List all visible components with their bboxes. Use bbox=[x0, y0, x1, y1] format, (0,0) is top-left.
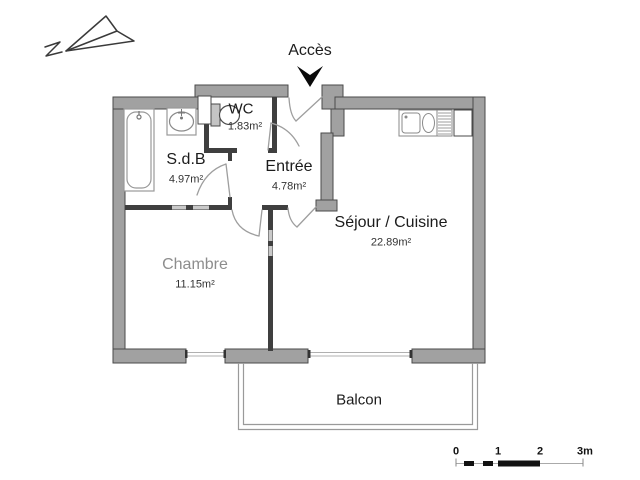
bedroom-door-arc bbox=[231, 209, 263, 237]
bathroom-door-arc bbox=[196, 163, 231, 198]
scale-tick-2: 2 bbox=[536, 445, 544, 458]
room-label-entree: Entrée bbox=[265, 158, 313, 175]
room-area-entree: 4.78m² bbox=[271, 180, 307, 193]
duct-column bbox=[197, 95, 212, 125]
access-arrow-icon bbox=[297, 66, 323, 87]
toilet-icon bbox=[210, 103, 241, 127]
entrance-door-arc bbox=[288, 96, 323, 122]
north-arrow-icon bbox=[44, 15, 135, 57]
bathtub-icon bbox=[123, 108, 155, 192]
kitchen-hob-hatch bbox=[436, 109, 453, 137]
wc-door-arc bbox=[267, 122, 300, 151]
room-area-sdb: 4.97m² bbox=[168, 173, 204, 186]
room-label-balcon: Balcon bbox=[336, 391, 382, 409]
scale-tick-1: 1 bbox=[494, 445, 502, 458]
kitchen-counter bbox=[398, 109, 473, 137]
kitchen-appliance-icon bbox=[453, 109, 473, 137]
access-label: Accès bbox=[288, 42, 332, 59]
room-label-sejour: Séjour / Cuisine bbox=[334, 214, 448, 231]
kitchen-sink-icon bbox=[401, 112, 435, 134]
living-room-door-arc bbox=[287, 206, 317, 228]
scale-bar bbox=[455, 458, 584, 467]
room-area-chambre: 11.15m² bbox=[175, 278, 215, 291]
room-label-chambre: Chambre bbox=[162, 256, 228, 273]
balcony-railing bbox=[237, 363, 479, 431]
doors bbox=[196, 96, 323, 237]
room-label-sdb: S.d.B bbox=[166, 151, 206, 168]
living-room-sliding-window bbox=[307, 350, 413, 358]
scale-tick-3: 3m bbox=[577, 445, 593, 458]
wall-light-patches bbox=[172, 205, 273, 256]
outer-walls bbox=[112, 84, 486, 364]
room-area-wc: 1.83m² bbox=[227, 120, 263, 133]
bedroom-window bbox=[185, 350, 226, 358]
bathroom-sink-icon bbox=[166, 107, 197, 136]
scale-tick-0: 0 bbox=[452, 445, 460, 458]
room-area-sejour: 22.89m² bbox=[370, 236, 412, 249]
room-label-wc: WC bbox=[228, 100, 254, 118]
